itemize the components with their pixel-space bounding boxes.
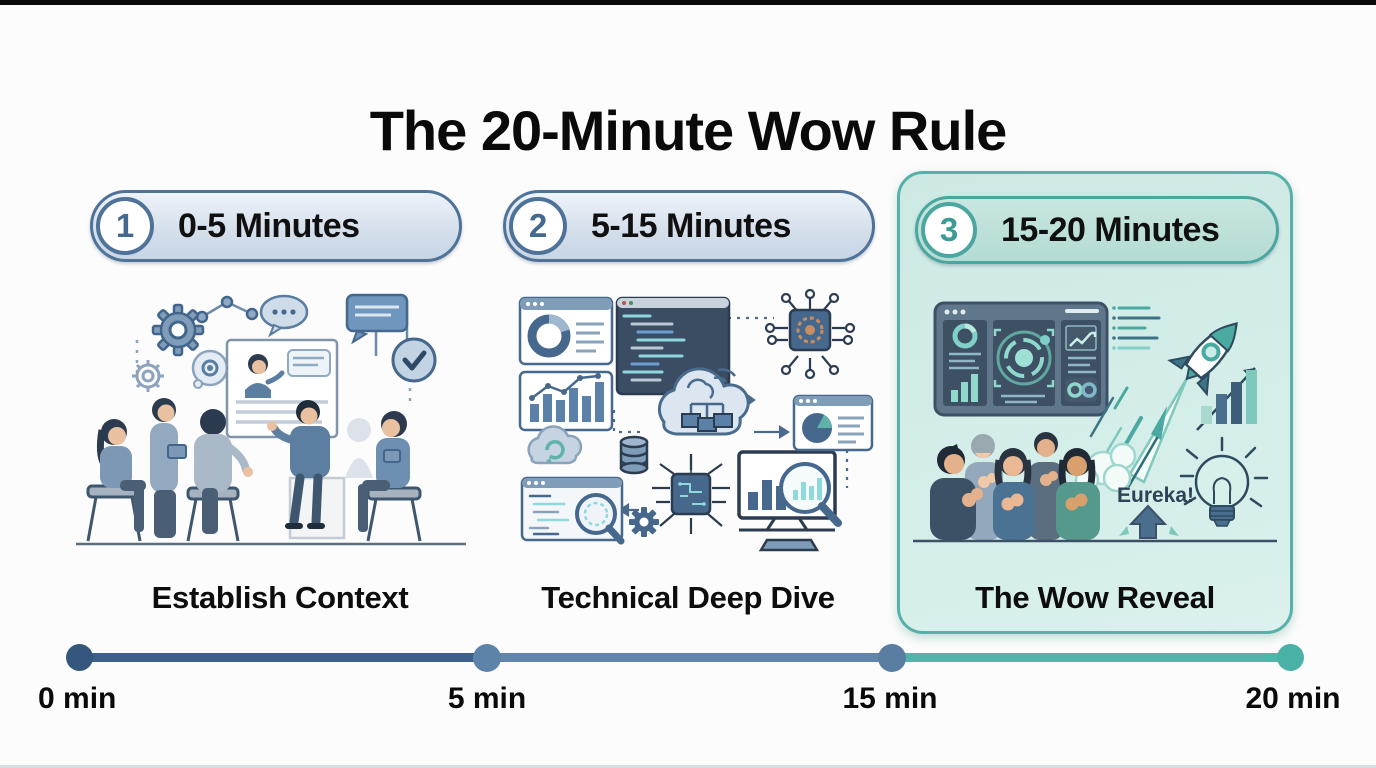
- cloud-network-icon: [657, 367, 750, 436]
- network-nodes-icon: [195, 295, 259, 324]
- establish-context-illustration: [76, 293, 466, 546]
- timeline-segment-0-5: [80, 653, 487, 662]
- phase-3-highlight-panel: 3 15-20 Minutes: [897, 171, 1293, 634]
- team-member: [1028, 432, 1064, 540]
- phase-1-time-range: 0-5 Minutes: [178, 206, 360, 245]
- bottom-border-strip: [0, 765, 1376, 768]
- seated-audience: [76, 398, 466, 546]
- presenter-on-screen: [245, 354, 285, 398]
- check-circle-icon: [391, 337, 437, 383]
- eureka-text: Eureka!: [1117, 484, 1194, 507]
- up-arrow-icon: [1119, 504, 1179, 539]
- chairs: [86, 484, 422, 542]
- metric-lines: [1112, 306, 1161, 350]
- phase-1-caption: Establish Context: [151, 580, 409, 615]
- team-member: [930, 444, 983, 540]
- seated-person: [358, 411, 410, 532]
- magnifier-icon: [575, 493, 625, 545]
- presentation-screen: [225, 338, 339, 439]
- thought-bubble-icon: [191, 349, 229, 389]
- bar-chart-panel: [518, 370, 614, 432]
- team-member: [1056, 448, 1100, 540]
- screen-chat-bubble: [287, 349, 331, 377]
- team-member: [993, 448, 1035, 540]
- database-icon: [619, 435, 649, 475]
- rocket-icon: [1167, 322, 1238, 397]
- timeline-segment-5-15: [487, 653, 892, 662]
- phase-1-pill: 1 0-5 Minutes: [90, 190, 462, 262]
- code-search-window: [520, 476, 625, 545]
- timeline-label-5min: 5 min: [447, 682, 527, 715]
- pie-chart-window: [792, 394, 874, 452]
- technical-deep-dive-illustration: [518, 288, 874, 552]
- timeline-dot-15min: [878, 644, 906, 672]
- timeline-segment-15-20: [892, 653, 1290, 662]
- standing-person: [150, 398, 187, 538]
- page-title: The 20-Minute Wow Rule: [369, 98, 1008, 162]
- phase-1-number-badge: 1: [96, 197, 154, 255]
- phase-3-pill: 3 15-20 Minutes: [915, 196, 1279, 264]
- donut-chart-window: [518, 296, 614, 366]
- dashboard-screen: [933, 301, 1109, 417]
- wow-reveal-illustration: Eureka!: [913, 301, 1277, 543]
- seated-person: [96, 419, 146, 532]
- phase-2-pill: 2 5-15 Minutes: [503, 190, 875, 262]
- timeline-label-15min: 15 min: [842, 682, 938, 715]
- timeline-dot-5min: [473, 644, 501, 672]
- phase-2-number-badge: 2: [509, 197, 567, 255]
- gear-outline-icon: [132, 360, 164, 392]
- clapping-team: [930, 432, 1100, 540]
- gear-icon: [629, 507, 659, 537]
- timeline-label-20min: 20 min: [1245, 682, 1341, 715]
- phase-3-time-range: 15-20 Minutes: [1001, 210, 1220, 249]
- bar-chart-icon: [1201, 370, 1257, 424]
- gear-icon: [151, 303, 205, 357]
- top-border-strip: [0, 0, 1376, 5]
- phase-3-caption: The Wow Reveal: [975, 580, 1215, 615]
- circuit-chip-icon: [652, 454, 730, 534]
- magnifier-icon: [779, 462, 842, 527]
- ghost-figure: [345, 418, 373, 478]
- lightbulb-icon: [1179, 436, 1269, 527]
- seated-person: [194, 409, 253, 534]
- speech-bubble-dots-icon: [259, 294, 309, 338]
- timeline-dot-0min: [66, 644, 93, 671]
- phase-2-caption: Technical Deep Dive: [541, 580, 835, 615]
- timeline-dot-20min: [1277, 644, 1304, 671]
- presenter-figure: [267, 400, 346, 540]
- timeline-label-0min: 0 min: [38, 682, 117, 715]
- cpu-chip-icon: [764, 288, 856, 380]
- phase-3-number-badge: 3: [921, 202, 977, 258]
- analytics-monitor: [737, 450, 842, 552]
- phase-2-time-range: 5-15 Minutes: [591, 206, 791, 245]
- sync-cloud-icon: [527, 425, 583, 465]
- chat-message-icon: [345, 293, 409, 345]
